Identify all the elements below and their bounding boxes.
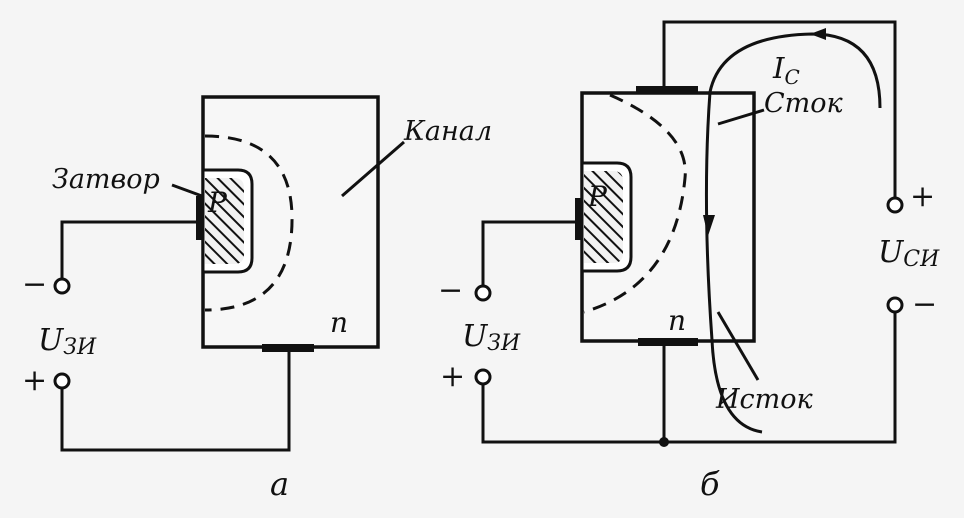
gate-contact-a xyxy=(196,196,204,240)
plus-sign-a: + xyxy=(22,363,47,398)
current-arrow-down xyxy=(703,215,715,236)
p-region-hatch-a xyxy=(205,178,244,264)
source-label: Исток xyxy=(715,384,814,415)
depletion-boundary-b xyxy=(583,93,687,314)
drain-contact-b xyxy=(636,86,698,94)
gate-wire-a xyxy=(60,220,198,278)
p-region-hatch-b xyxy=(584,171,623,263)
plus-sign-b: + xyxy=(440,359,465,394)
source-wire-b xyxy=(481,346,666,444)
gate-terminal-plus-a xyxy=(53,372,71,390)
source-contact-a xyxy=(262,344,314,352)
drain-terminal-plus xyxy=(886,196,904,214)
junction-dot xyxy=(659,437,669,447)
channel-label: Канал xyxy=(403,116,492,147)
panel-a-label: а xyxy=(270,465,289,503)
minus-sign-ds: − xyxy=(912,287,937,322)
gate-wire-b xyxy=(481,220,577,286)
source-leader xyxy=(716,311,760,381)
source-wire-a xyxy=(60,352,291,452)
plus-sign-ds: + xyxy=(910,179,935,214)
drain-label: Сток xyxy=(764,88,844,119)
drain-terminal-minus xyxy=(886,296,904,314)
ugs-label-b: UЗИ xyxy=(462,319,521,356)
depletion-boundary-a xyxy=(204,134,294,312)
gate-terminal-minus-a xyxy=(53,277,71,295)
minus-sign-a: − xyxy=(22,267,47,302)
p-label-b: P xyxy=(587,180,608,213)
drain-current-path xyxy=(704,32,882,434)
current-arrow-top xyxy=(810,28,826,40)
ugs-label-a: UЗИ xyxy=(38,323,97,360)
channel-leader-a xyxy=(341,140,405,198)
uds-label: UСИ xyxy=(878,235,940,272)
source-return-wire-b xyxy=(664,312,897,444)
gate-label: Затвор xyxy=(52,164,160,195)
gate-terminal-plus-b xyxy=(474,368,492,386)
panel-b: P Сток Исток IС n − + UЗИ + − xyxy=(438,20,940,503)
source-contact-b xyxy=(638,338,698,346)
gate-leader-a xyxy=(171,183,203,198)
p-label-a: P xyxy=(207,186,228,219)
panel-b-label: б xyxy=(700,465,720,503)
drain-leader xyxy=(717,108,765,126)
panel-a: P Затвор Канал n − + UЗИ а xyxy=(22,95,492,503)
drain-current-label: IС xyxy=(772,51,800,89)
n-label-b: n xyxy=(668,304,686,337)
gate-terminal-minus-b xyxy=(474,284,492,302)
gate-contact-b xyxy=(575,198,583,240)
minus-sign-b: − xyxy=(438,273,463,308)
n-label-a: n xyxy=(330,306,348,339)
drain-wire-b xyxy=(662,20,897,198)
